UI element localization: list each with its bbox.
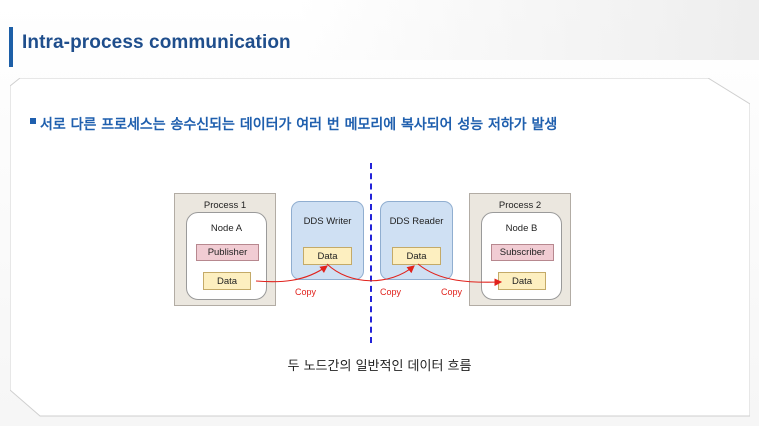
node-a-box: Node A Publisher Data (186, 212, 267, 300)
process-1-label: Process 1 (203, 200, 247, 211)
dds-reader-box: DDS Reader Data (380, 201, 453, 280)
dds-reader-label: DDS Reader (389, 216, 444, 227)
copy-arrow-2 (326, 263, 415, 282)
bullet-text: 서로 다른 프로세스는 송수신되는 데이터가 여러 번 메모리에 복사되어 성능… (40, 117, 558, 133)
dds-writer-label: DDS Writer (303, 216, 352, 227)
data-box-publisher: Data (203, 272, 251, 290)
copy-label-1: Copy (295, 287, 317, 297)
copy-arrow-3 (417, 263, 503, 287)
process-2-label: Process 2 (498, 200, 542, 211)
slide-title: Intra-process communication (22, 32, 291, 53)
header-decoration (300, 0, 759, 60)
node-a-label: Node A (210, 223, 243, 234)
bullet-marker (30, 118, 36, 124)
process-boundary-divider (370, 163, 372, 343)
publisher-box: Publisher (196, 244, 259, 261)
title-accent-bar (9, 27, 13, 67)
data-box-dds-reader: Data (392, 247, 441, 265)
copy-label-2: Copy (380, 287, 402, 297)
process-1-box: Process 1 Node A Publisher Data (174, 193, 276, 306)
process-2-box: Process 2 Node B Subscriber Data (469, 193, 571, 306)
diagram-caption: 두 노드간의 일반적인 데이터 흐름 (287, 359, 472, 374)
copy-arrow-1 (255, 265, 328, 283)
copy-label-3: Copy (441, 287, 463, 297)
subscriber-box: Subscriber (491, 244, 554, 261)
node-b-label: Node B (505, 223, 538, 234)
